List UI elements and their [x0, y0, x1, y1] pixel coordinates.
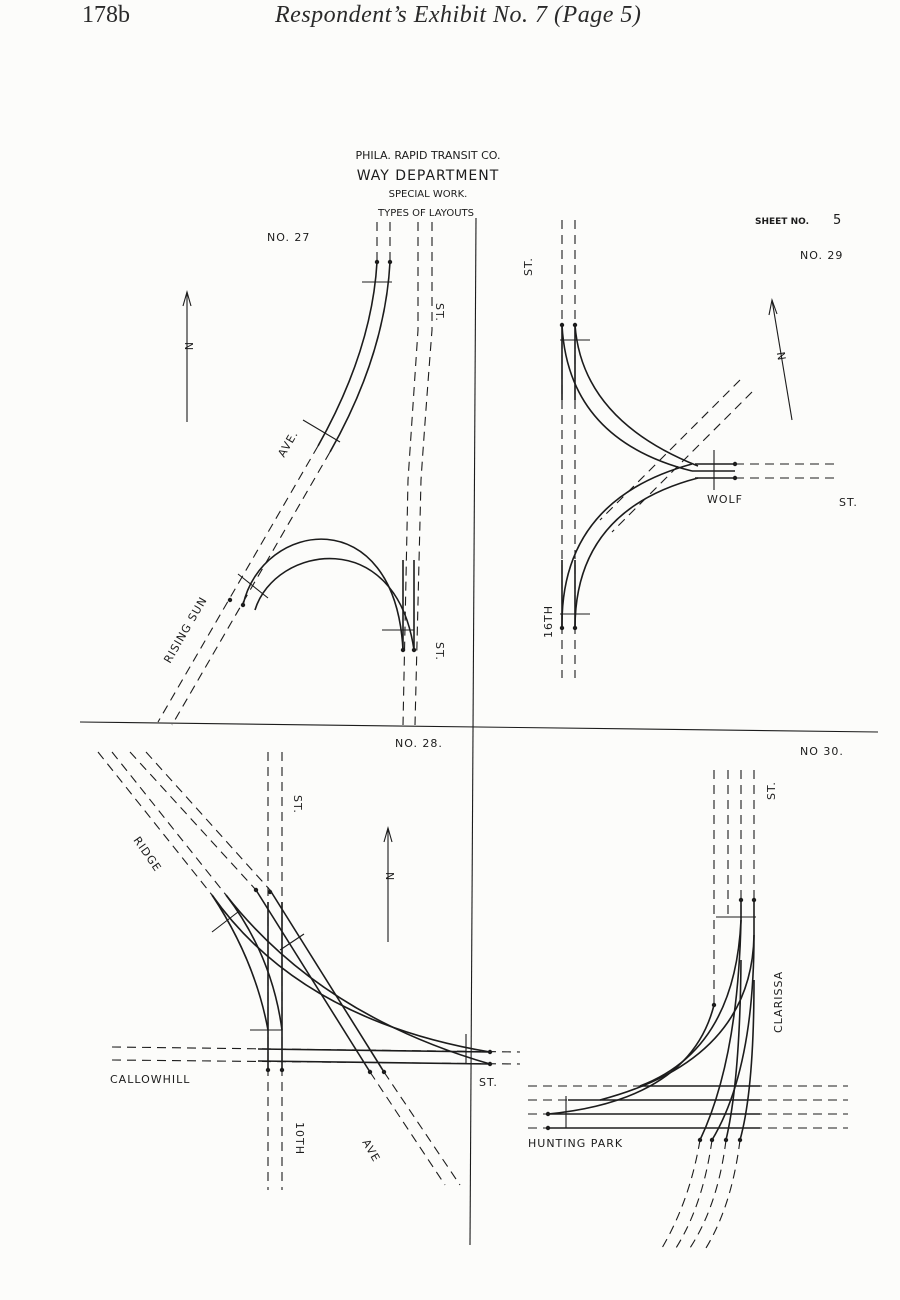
layout-number-28: NO. 28.: [395, 737, 443, 750]
track-curve: [574, 324, 699, 467]
street-label-upper: ST.: [765, 781, 778, 800]
track-curve: [599, 934, 755, 1101]
track-curve: [547, 1004, 715, 1115]
track-curve: [561, 324, 693, 472]
track-curve: [329, 261, 391, 453]
track-curve: [254, 557, 415, 651]
hunting-park-label: HUNTING PARK: [528, 1137, 623, 1150]
special-work-label: SPECIAL WORK.: [389, 189, 468, 200]
avenue-label: AVE.: [275, 428, 301, 459]
sheet-label: SHEET NO.: [755, 217, 809, 227]
sheet-number: 5: [833, 213, 841, 228]
street-label-st: ST.: [433, 303, 446, 322]
layout-no-30: NO 30.: [528, 745, 848, 1249]
svg-text:N: N: [774, 351, 788, 361]
track-curve: [711, 934, 755, 1141]
avenue-rail: [145, 751, 271, 891]
title-block: PHILA. RAPID TRANSIT CO. WAY DEPARTMENT …: [356, 149, 842, 228]
street-rail: [675, 1139, 713, 1249]
wolf-label: WOLF: [707, 493, 743, 506]
avenue-rail: [383, 1071, 461, 1186]
avenue-label: AVE: [359, 1137, 382, 1165]
quadrant-dividers: [79, 217, 879, 1246]
avenue-rail: [171, 451, 331, 726]
rising-sun-label: RISING SUN: [161, 594, 210, 665]
track-curve: [211, 894, 491, 1053]
avenue-rail: [97, 751, 213, 896]
avenue-rail: [369, 1071, 446, 1186]
north-arrow: N: [383, 825, 396, 942]
department-name: WAY DEPARTMENT: [357, 168, 500, 184]
page-number: 178b: [82, 2, 130, 28]
track-curve: [725, 959, 742, 1141]
ridge-label: RIDGE: [131, 834, 165, 874]
track-curve: [211, 894, 269, 1031]
street-label-right: ST.: [479, 1076, 498, 1089]
callowhill-label: CALLOWHILL: [110, 1073, 190, 1086]
street-rail: [689, 1139, 727, 1249]
north-arrow: N: [182, 289, 195, 422]
layout-number-29: NO. 29: [800, 249, 843, 262]
street-rail: [111, 1059, 521, 1065]
track-curve: [739, 979, 755, 1141]
street-rail: [111, 1046, 521, 1053]
avenue-rail: [111, 751, 227, 896]
layout-no-28: NO. 28. N: [97, 737, 521, 1190]
street-label-lower-st: ST.: [433, 642, 446, 661]
sixteenth-label: 16TH: [542, 605, 555, 638]
track-curve: [574, 477, 699, 629]
track-curve: [561, 463, 693, 629]
avenue-rail: [129, 751, 257, 891]
street-label-upper: ST.: [522, 257, 535, 276]
layout-no-27: NO. 27 N ST. AVE. RISIN: [157, 222, 446, 726]
street-label-right: ST.: [839, 496, 858, 509]
clarissa-label: CLARISSA: [772, 971, 785, 1033]
layout-number-27: NO. 27: [267, 231, 310, 244]
street-rail: [661, 1139, 701, 1249]
track-curve: [225, 894, 283, 1031]
track-curve: [317, 261, 378, 447]
layout-number-30: NO 30.: [800, 745, 844, 758]
avenue-rail: [157, 445, 319, 723]
street-label-upper: ST.: [291, 795, 304, 814]
track-curve: [699, 919, 742, 1141]
svg-text:N: N: [383, 872, 396, 880]
north-label: N: [182, 342, 195, 350]
exhibit-title: Respondent’s Exhibit No. 7 (Page 5): [275, 2, 642, 28]
types-of-layouts-label: TYPES OF LAYOUTS: [377, 208, 474, 219]
layout-no-29: NO. 29 N: [522, 220, 858, 678]
diagonal-rail: [599, 379, 741, 521]
north-arrow: N: [768, 297, 793, 421]
diagonal-rail: [611, 391, 753, 533]
track-curve: [242, 538, 404, 651]
company-name: PHILA. RAPID TRANSIT CO.: [356, 149, 501, 162]
track-curve: [225, 894, 491, 1065]
street-rail: [705, 1139, 741, 1249]
tenth-label: 10TH: [293, 1122, 306, 1155]
track-curve: [639, 919, 742, 1087]
